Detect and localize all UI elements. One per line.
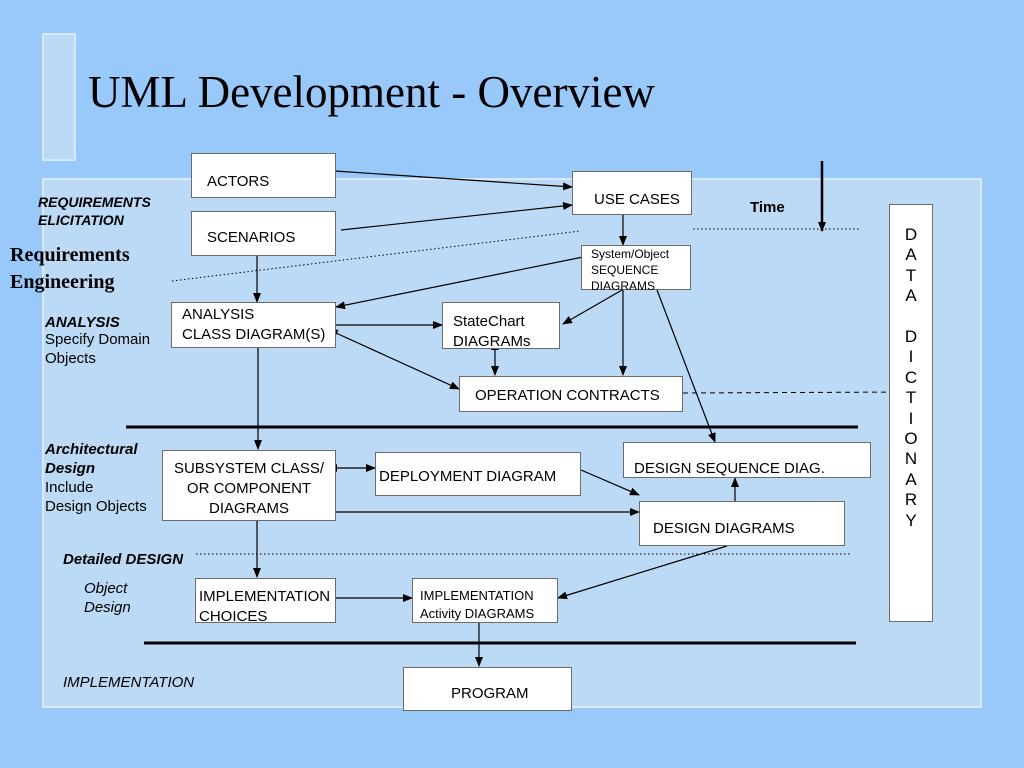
- data-dictionary-text: D A T A D I C T I O N A R Y: [904, 225, 918, 530]
- sequence-to-statechart: [562, 289, 623, 325]
- analysis-class-diagram-box: ANALYSIS CLASS DIAGRAM(S): [171, 302, 336, 348]
- program-box: PROGRAM: [403, 667, 572, 711]
- sequence-to-design-sequence: [656, 289, 716, 443]
- sequence-diagrams-text: System/Object SEQUENCE DIAGRAMS: [591, 247, 670, 293]
- statechart-box: StateChart DIAGRAMs: [442, 302, 560, 350]
- title-accent-bar: [42, 33, 76, 161]
- sequence-to-analysis: [335, 252, 597, 310]
- operation-contracts-box: OPERATION CONTRACTS: [459, 376, 683, 412]
- design-to-activity: [557, 545, 728, 600]
- design-diagrams-text: DESIGN DIAGRAMS: [653, 520, 795, 537]
- requirements-engineering-label: Requirements Engineering: [10, 244, 130, 293]
- deployment-to-design: [580, 469, 640, 496]
- data-dictionary-box: D A T A D I C T I O N A R Y: [889, 204, 933, 622]
- actors-box: ACTORS: [191, 153, 336, 198]
- scenarios-to-use-cases: [340, 201, 573, 231]
- sequence-diagrams-box: System/Object SEQUENCE DIAGRAMS: [581, 245, 691, 293]
- contracts-to-dictionary: [682, 392, 902, 393]
- scenarios-box: SCENARIOS: [191, 211, 336, 256]
- deployment-box: DEPLOYMENT DIAGRAM: [375, 452, 581, 496]
- implementation-activity-box: IMPLEMENTATION Activity DIAGRAMS: [412, 578, 558, 623]
- implementation-label: IMPLEMENTATION: [63, 674, 195, 691]
- requirements-separator: [171, 230, 581, 282]
- scenarios-text: SCENARIOS: [207, 229, 296, 246]
- architectural-design-label: Architectural Design: [45, 441, 138, 477]
- analysis-label: ANALYSIS: [45, 314, 120, 331]
- analysis-to-contracts: [327, 329, 460, 390]
- statechart-text: StateChart DIAGRAMs: [453, 313, 531, 350]
- requirements-elicitation-label: REQUIREMENTS ELICITATION: [38, 194, 151, 228]
- design-sequence-box: DESIGN SEQUENCE DIAG.: [623, 442, 871, 478]
- time-label: Time: [750, 199, 785, 216]
- subsystem-text: SUBSYSTEM CLASS/ OR COMPONENT DIAGRAMS: [173, 460, 325, 517]
- slide-title: UML Development - Overview: [88, 67, 655, 117]
- design-diagrams-box: DESIGN DIAGRAMS: [639, 501, 845, 546]
- program-text: PROGRAM: [451, 685, 529, 702]
- implementation-choices-text: IMPLEMENTATION CHOICES: [199, 588, 331, 625]
- architectural-design-description: Include Design Objects: [45, 479, 147, 515]
- use-cases-text: USE CASES: [594, 191, 680, 208]
- use-cases-box: USE CASES: [572, 171, 692, 215]
- object-design-label: Object Design: [84, 580, 131, 616]
- analysis-description: Specify Domain Objects: [45, 331, 151, 367]
- actors-to-use-cases: [334, 170, 573, 191]
- implementation-choices-box: IMPLEMENTATION CHOICES: [195, 578, 336, 625]
- actors-text: ACTORS: [207, 173, 270, 190]
- detailed-design-label: Detailed DESIGN: [63, 551, 184, 568]
- operation-contracts-text: OPERATION CONTRACTS: [475, 387, 660, 404]
- implementation-activity-text: IMPLEMENTATION Activity DIAGRAMS: [420, 588, 535, 621]
- design-sequence-text: DESIGN SEQUENCE DIAG.: [634, 460, 825, 477]
- analysis-class-diagram-text: ANALYSIS CLASS DIAGRAM(S): [182, 306, 326, 343]
- deployment-text: DEPLOYMENT DIAGRAM: [379, 468, 557, 485]
- subsystem-box: SUBSYSTEM CLASS/ OR COMPONENT DIAGRAMS: [162, 450, 336, 521]
